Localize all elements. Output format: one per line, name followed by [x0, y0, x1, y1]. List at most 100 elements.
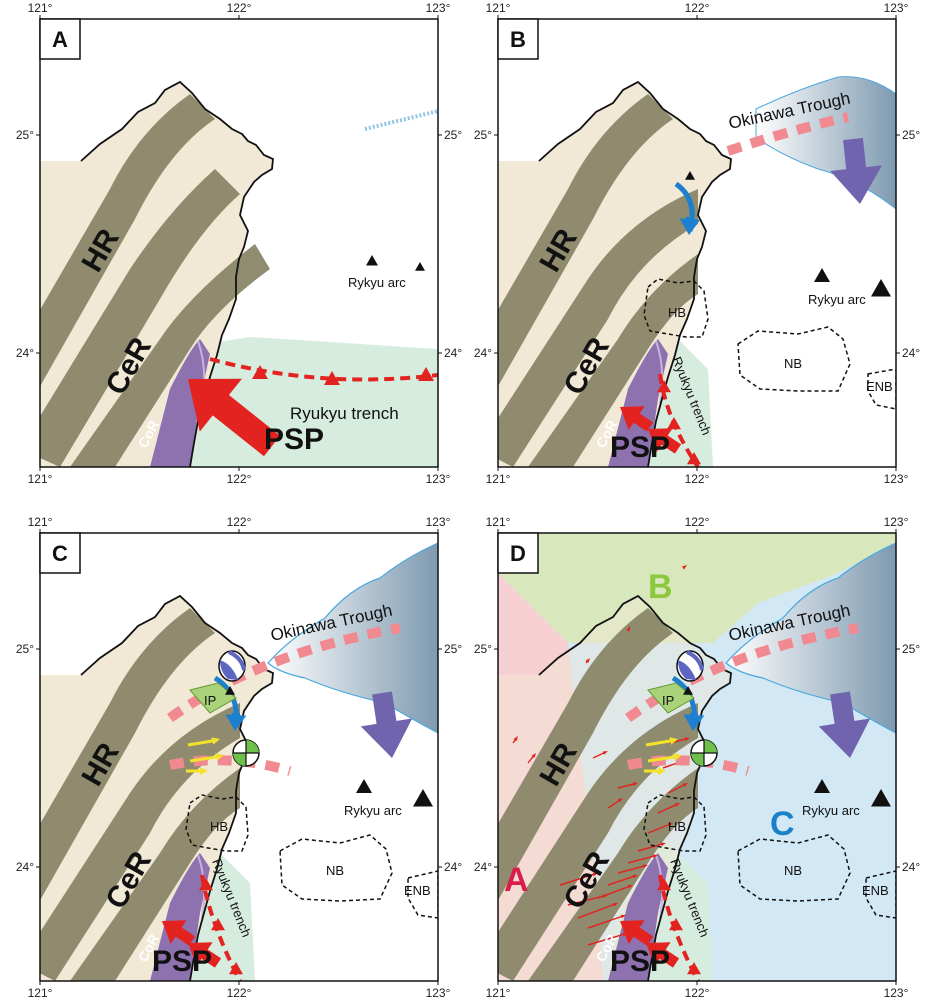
strike-slip-head [215, 753, 224, 761]
hb-basin-outline [185, 794, 249, 852]
ip-label: IP [204, 693, 216, 708]
gps-vector-9 [637, 842, 666, 852]
rykyu-arc-label: Rykyu arc [808, 292, 866, 307]
ip-block [647, 682, 695, 714]
gps-vector-14 [669, 737, 690, 744]
panel-tag-label: D [510, 541, 526, 566]
ryukyu-trench-line [209, 357, 438, 382]
gps-vector-0 [559, 872, 598, 886]
rift-extension-arrow [830, 137, 882, 204]
lon-tick-label-top: 121° [28, 515, 53, 529]
trench-tooth [657, 380, 671, 393]
volcano-marker [683, 686, 693, 695]
lon-tick-label-top: 123° [884, 515, 909, 529]
trench-tooth [669, 918, 683, 931]
gps-vector-21 [626, 626, 630, 632]
ip-block [189, 682, 237, 714]
volcano-marker [413, 789, 433, 807]
lon-tick-label-top: 122° [227, 515, 252, 529]
coastline [538, 594, 732, 981]
lat-tick-label-left: 24° [16, 860, 34, 874]
volcano-marker [415, 262, 425, 271]
lon-tick-label-bottom: 121° [486, 472, 511, 486]
strike-slip-head [669, 737, 678, 745]
okinawa-rift-line [726, 112, 850, 156]
gps-vector-15 [607, 798, 623, 809]
rykyu-arc-label: Rykyu arc [348, 275, 406, 290]
hr-belt [498, 94, 673, 387]
psp-motion-arrow [188, 378, 281, 457]
panel-tag-box [39, 18, 81, 60]
trench-tooth [687, 452, 701, 465]
psp-label: PSP [610, 431, 670, 464]
psp-motion-arrow [620, 920, 654, 946]
hr-belt [40, 94, 215, 387]
lat-tick-label-right: 25° [444, 642, 462, 656]
gps-vector-8 [627, 854, 658, 864]
trench-tooth [211, 918, 225, 931]
strike-slip-arrow [647, 755, 675, 763]
psp-motion-arrow [162, 920, 196, 946]
lat-tick-label-right: 25° [444, 128, 462, 142]
cer-belt [498, 189, 698, 467]
axis-ticks: 121°121°122°122°123°123°25°25°24°24° [474, 1, 921, 486]
lat-tick-label-right: 24° [444, 860, 462, 874]
zone-b-label: B [648, 568, 673, 606]
cer-belt-lower [528, 254, 698, 467]
cer-belt-lower [528, 768, 698, 981]
psp-label: PSP [610, 945, 670, 978]
coastline [538, 80, 732, 467]
volcano-marker [366, 255, 378, 266]
lon-tick-label-top: 123° [426, 1, 451, 15]
trench-tooth [199, 878, 213, 891]
lon-tick-label-top: 121° [486, 515, 511, 529]
panel-tag-box [497, 532, 539, 574]
gps-vector-1 [567, 894, 608, 906]
coastline [80, 80, 274, 467]
volcano-marker [685, 171, 695, 180]
cor-belt [608, 339, 668, 467]
trench-tooth [418, 367, 434, 381]
cor-belt [608, 853, 668, 981]
lon-tick-label-top: 123° [884, 1, 909, 15]
psp-label: PSP [264, 423, 324, 456]
volcano-marker [814, 779, 830, 793]
rotation-arrow-head [683, 712, 705, 731]
psp-label: PSP [152, 945, 212, 978]
lon-tick-label-bottom: 121° [486, 986, 511, 1000]
gps-vector-16 [617, 782, 638, 789]
volcano-marker [814, 268, 830, 282]
strike-slip-arrow [186, 767, 208, 775]
gps-vector-7 [617, 864, 648, 874]
cor-belt [150, 853, 210, 981]
transfer-zone-line [627, 755, 750, 776]
lat-tick-label-left: 24° [474, 860, 492, 874]
lat-tick-label-left: 25° [16, 642, 34, 656]
lat-tick-label-left: 25° [474, 642, 492, 656]
nb-label: NB [784, 356, 802, 371]
lat-tick-label-left: 24° [474, 346, 492, 360]
hb-label: HB [668, 305, 686, 320]
strike-slip-arrow [644, 767, 666, 775]
trench-tooth [657, 878, 671, 891]
axis-ticks: 121°121°122°122°123°123°25°25°24°24° [474, 515, 921, 1000]
panel-tag-label: A [52, 27, 68, 52]
ryukyu-trench-label: Ryukyu trench [290, 404, 399, 423]
focal-mechanism-ellipse [218, 650, 246, 682]
okinawa-rift-line [625, 623, 859, 723]
lon-tick-label-top: 123° [426, 515, 451, 529]
hb-basin-outline [643, 794, 707, 852]
enb-basin-outline [865, 870, 896, 919]
coastline [80, 594, 274, 981]
nb-label: NB [326, 863, 344, 878]
hr-belt [40, 608, 215, 901]
trench-tooth [667, 417, 681, 430]
trench-sea-region [150, 337, 438, 467]
cor-belt [150, 339, 210, 467]
cer-belt-lower [70, 768, 240, 981]
enb-basin-outline [407, 870, 438, 919]
psp-motion-arrow [646, 942, 680, 968]
rift-extension-arrow [818, 691, 871, 758]
